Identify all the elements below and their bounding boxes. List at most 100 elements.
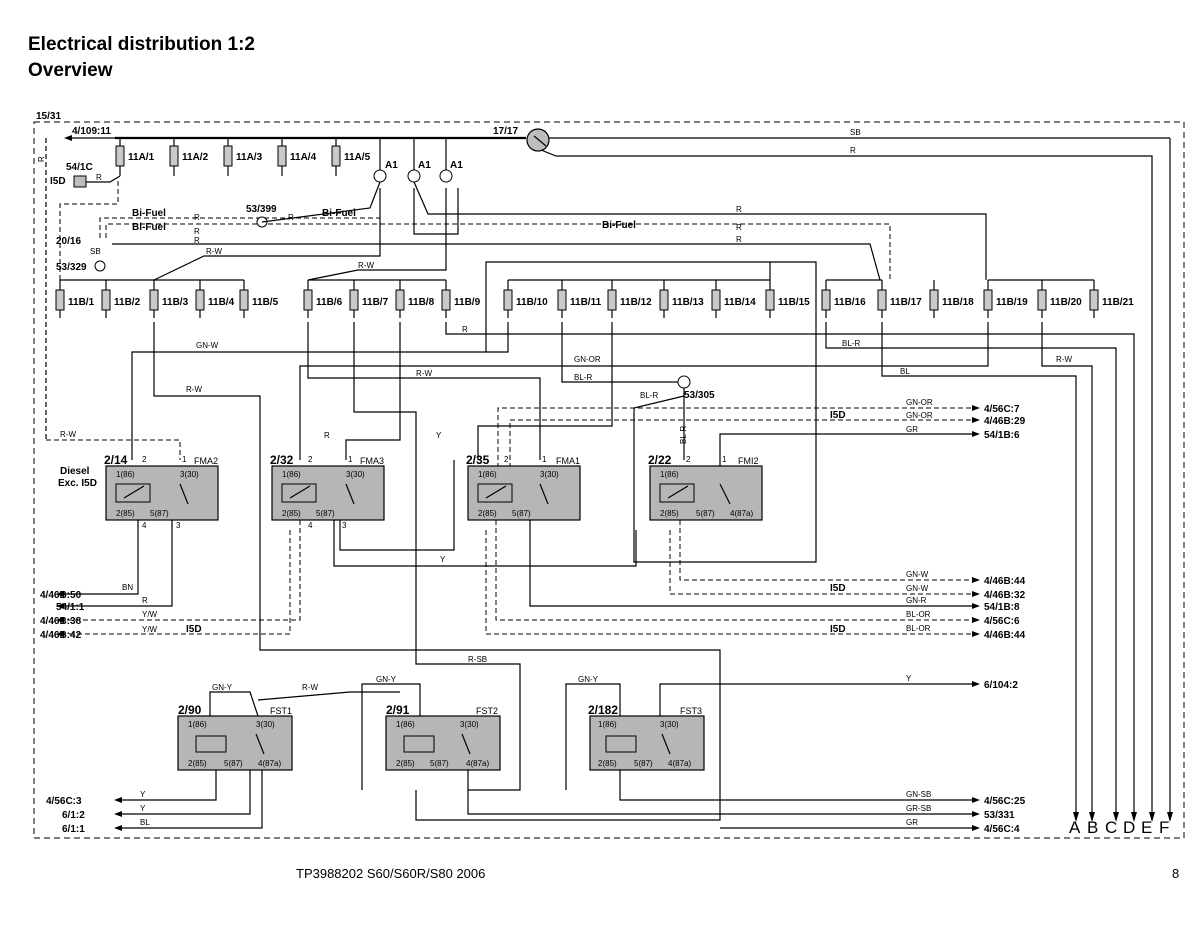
svg-text:FMA3: FMA3 — [360, 456, 384, 466]
connector-4-56c-6: 4/56C:6 — [984, 616, 1020, 627]
rw-dashed-2-14 — [46, 439, 181, 460]
wire-color-gnsb: GN-SB — [906, 790, 931, 799]
fuse-11b-18: 11B/18 — [929, 280, 974, 318]
svg-text:FMI2: FMI2 — [738, 456, 759, 466]
component-53-329-icon — [94, 260, 106, 272]
fuse-11b-10: 11B/10 — [503, 280, 548, 318]
svg-text:1(86): 1(86) — [116, 470, 135, 479]
r-wire-54-1-1 — [60, 520, 173, 607]
svg-text:A1: A1 — [385, 160, 398, 171]
column-f: F — [1159, 818, 1169, 837]
y-wire-2-35 — [477, 322, 613, 460]
wire-color-r-top: R — [850, 146, 856, 155]
column-b: B — [1087, 818, 1098, 837]
wire-color-blr-b: BL-R — [640, 391, 658, 400]
svg-text:1(86): 1(86) — [598, 720, 617, 729]
relay-2-90: 2/90 FST1 1(86) 3(30) 2(85) 5(87) 4(87a) — [177, 703, 293, 771]
svg-text:3(30): 3(30) — [660, 720, 679, 729]
svg-text:11B/9: 11B/9 — [454, 297, 481, 308]
i5d-label-right-b: I5D — [830, 583, 846, 594]
bifuel-label-1: Bi-Fuel — [132, 208, 166, 219]
wire-color-gr-b: GR — [906, 818, 918, 827]
r-wire-col-e — [445, 322, 1135, 820]
svg-text:3(30): 3(30) — [346, 470, 365, 479]
fuse-11b-7: 11B/7 — [349, 280, 389, 318]
fuse-11b-15: 11B/15 — [765, 280, 810, 318]
bus-11b-c-feed — [485, 261, 771, 352]
svg-text:5(87): 5(87) — [224, 759, 243, 768]
yw-dashed-1 — [60, 520, 301, 621]
wire-color-bn: BN — [122, 583, 133, 592]
svg-text:2(85): 2(85) — [478, 509, 497, 518]
svg-text:11B/13: 11B/13 — [672, 297, 704, 308]
feed-in-label: 4/109:11 — [72, 126, 111, 137]
svg-text:3(30): 3(30) — [460, 720, 479, 729]
connector-54-1b-8: 54/1B:8 — [984, 602, 1020, 613]
svg-text:11B/8: 11B/8 — [408, 297, 435, 308]
wire-color-yw-a: Y/W — [142, 610, 158, 619]
rw-wire-2-35 — [307, 322, 541, 460]
wire-color-rw-b: R-W — [358, 261, 374, 270]
svg-text:2(85): 2(85) — [660, 509, 679, 518]
svg-text:11B/3: 11B/3 — [162, 297, 189, 308]
wire-color-y-d: Y — [140, 804, 146, 813]
fuse-11b-1: 11B/1 — [55, 280, 95, 318]
column-d: D — [1123, 818, 1135, 837]
wire-color-rw-d: R-W — [186, 385, 202, 394]
ground-point-label: 17/17 — [493, 126, 518, 137]
connector-4-56c-7: 4/56C:7 — [984, 404, 1020, 415]
wire-color-y-c: Y — [140, 790, 146, 799]
gnor-wire — [299, 322, 989, 460]
y-wire-4-56c-3 — [120, 770, 217, 801]
rw-wire-11b3 — [153, 188, 381, 281]
component-53-305-icon — [677, 375, 691, 389]
fuse-11b-2: 11B/2 — [101, 280, 141, 318]
gny-wire-2-182 — [565, 683, 621, 790]
fuse-11b-17: 11B/17 — [877, 280, 922, 318]
svg-text:3(30): 3(30) — [540, 470, 559, 479]
svg-text:1(86): 1(86) — [282, 470, 301, 479]
svg-text:4(87a): 4(87a) — [730, 509, 753, 518]
wire-color-r-a: R — [194, 213, 200, 222]
wire-color-r-e: R — [736, 205, 742, 214]
bifuel-line-2 — [105, 223, 891, 280]
component-53-305-label: 53/305 — [684, 390, 715, 401]
a1-taps: A1 A1 A1 — [373, 138, 463, 183]
svg-text:11A/3: 11A/3 — [236, 152, 263, 163]
wire-color-gny-b: GN-Y — [376, 675, 397, 684]
column-a: A — [1069, 818, 1081, 837]
wire-color-y-b: Y — [440, 555, 446, 564]
column-e: E — [1141, 818, 1152, 837]
svg-text:2(85): 2(85) — [116, 509, 135, 518]
component-53-399-label: 53/399 — [246, 204, 277, 215]
fuse-11b-12: 11B/12 — [607, 280, 652, 318]
fuse-11b-19: 11B/19 — [983, 280, 1028, 318]
bl-wire-col-a — [881, 322, 1077, 820]
svg-text:11B/1: 11B/1 — [68, 297, 95, 308]
wire-color-gnw-a: GN-W — [906, 570, 929, 579]
fuse-11b-5: 11B/5 — [239, 280, 279, 318]
loop-right — [633, 261, 817, 563]
y-wire-6-104-2 — [659, 683, 976, 716]
bn-wire — [60, 520, 139, 595]
fuse-row-b: 11B/1 11B/2 11B/3 11B/4 11B/5 11B/6 11B/… — [55, 280, 1134, 318]
wire-color-gr-a: GR — [906, 425, 918, 434]
svg-text:11B/2: 11B/2 — [114, 297, 141, 308]
fuse-11b-8: 11B/8 — [395, 280, 435, 318]
svg-text:11B/11: 11B/11 — [570, 297, 602, 308]
svg-text:11B/5: 11B/5 — [252, 297, 279, 308]
svg-text:11B/10: 11B/10 — [516, 297, 548, 308]
a1-tap-1-icon — [373, 169, 387, 183]
connector-4-56c-25: 4/56C:25 — [984, 796, 1026, 807]
blr-wire-col-d — [825, 322, 1117, 820]
connector-6-1-2: 6/1:2 — [62, 810, 85, 821]
fuse-11b-14: 11B/14 — [711, 280, 756, 318]
svg-text:FST3: FST3 — [680, 706, 702, 716]
y-wire-2-32 — [339, 460, 455, 551]
r-wire-right — [540, 149, 1153, 820]
svg-text:2/182: 2/182 — [588, 703, 618, 717]
svg-text:4: 4 — [308, 521, 313, 530]
wire-color-r-vertical: R — [37, 156, 46, 162]
wire-color-r-54: R — [96, 173, 102, 182]
svg-text:3: 3 — [176, 521, 181, 530]
